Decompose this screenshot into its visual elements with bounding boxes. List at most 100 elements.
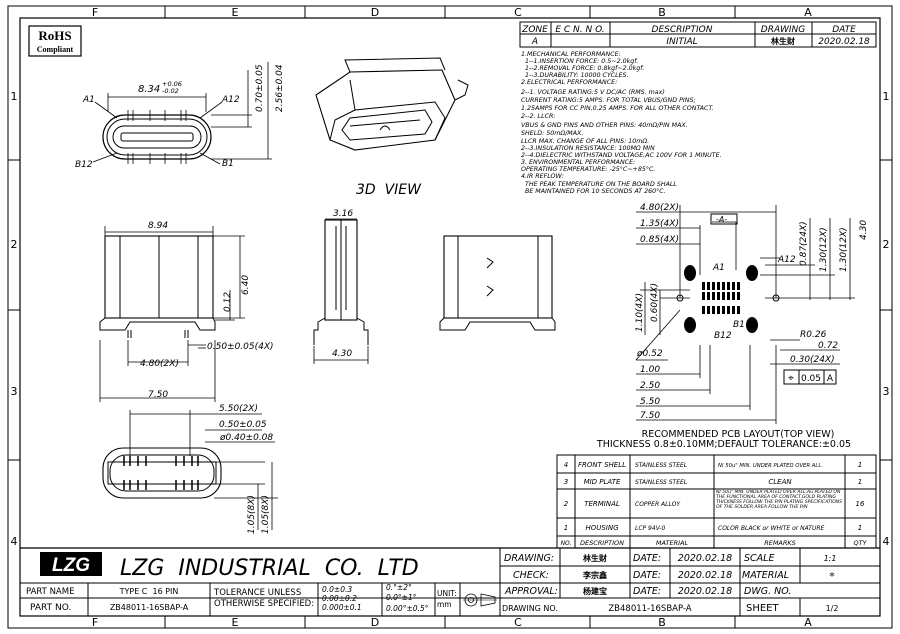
note-line: 2.ELECTRICAL PERFORMANCE: [521,79,617,86]
rohs-title: RoHS [38,28,71,43]
tol-angle-2: 0.0°±1° [386,593,417,602]
pcb-datum-a: -A- [716,215,727,224]
bom-desc: TERMINAL [584,500,620,508]
iso-3d-view: 3D VIEW [315,57,469,198]
col-label: A [804,616,812,629]
company-name: LZG INDUSTRIAL CO. LTD [120,556,419,581]
col-label: C [514,616,522,629]
bom-no: 1 [564,524,568,532]
rev-header-zone: ZONE [521,25,548,35]
bom-header-description: DESCRIPTION [580,539,624,547]
bom-header-no: NO. [561,540,572,547]
tol-angle-1: 0.°±2° [386,583,412,592]
unit-label: UNIT: [437,589,457,598]
row-label: 1 [11,90,18,103]
tolerance-label-1: TOLERANCE UNLESS [213,588,301,598]
dim-pcb-130b: 1.30(12X) [839,227,849,272]
note-line: 1.25AMPS FOR CC PIN,0.25 AMPS. FOR ALL O… [521,105,714,112]
tolerance-label-2: OTHERWISE SPECIFIED: [214,599,314,609]
drawing-by: 林生财 [583,553,607,563]
note-line: 4.IR REFLOW: [521,173,564,180]
row-label: 1 [883,90,890,103]
date-label-2: DATE: [633,570,661,581]
logo-text: LZG [52,555,90,576]
drawing-border: F E D C B A F E D C B A 1 2 3 4 1 2 3 4 [7,5,893,629]
pcb-slot [746,265,758,281]
drawing-no-value: ZB48011-16SBAP-A [608,604,691,614]
col-label: F [92,6,98,19]
dim-pcb-085: 0.85(4X) [640,235,679,245]
company-logo: LZG [40,552,102,576]
rev-header-drawing: DRAWING [761,25,805,35]
row-label: 2 [11,238,18,251]
part-no-label: PART NO. [30,603,71,613]
dim-side-pitch: 4.80(2X) [140,359,179,369]
tol-linear-1: 0.0±0.3 [322,585,352,594]
date-label-1: DATE: [633,553,661,564]
date-label-3: DATE: [633,586,661,597]
part-no-value: ZB48011-16SBAP-A [110,603,189,612]
note-line: OPERATING TEMPERATURE: -25°C~+85°C. [521,165,655,173]
bom-qty: 1 [858,524,862,532]
dim-pcb-052: ø0.52 [636,349,663,359]
dim-pcb-060: 0.60(4X) [650,283,660,322]
pcb-slot [684,317,696,333]
rohs-badge: RoHS Compliant [28,25,82,57]
dim-pcb-087: 0.87(24X) [799,221,809,266]
projection-symbol-icon [463,593,497,607]
col-label: E [232,6,239,19]
pcb-pin-a1: A1 [712,263,725,273]
dim-pcb-430: 4.30 [859,220,869,240]
rohs-subtitle: Compliant [37,45,74,54]
dim-pcb-row2: 2.50 [640,381,660,391]
dim-pcb-135: 1.35(4X) [640,219,679,229]
row-label: 3 [11,385,18,398]
bom-remarks: CLEAN [768,478,792,486]
view-3d-label: 3D VIEW [356,182,422,198]
pcb-pin-a12: A12 [777,255,796,265]
bom-no: 3 [564,478,568,486]
note-line: THE PEAK TEMPERATURE ON THE BOARD SHALL [521,181,677,188]
rev-header-description: DESCRIPTION [652,25,713,35]
rev-zone: A [531,37,538,47]
pcb-pads [676,265,780,333]
note-line: 2--3.INSULATION RESISTANCE: 100MΩ MIN [521,145,655,152]
note-line: 2--1. VOLTAGE RATING:5 V DC/AC (RMS. max… [521,89,665,96]
bom-qty: 1 [858,478,862,486]
note-line: SHELD: 50mΩ/MAX. [521,130,583,137]
dim-side-width: 8.94 [148,221,168,231]
pcb-pin-b1: B1 [733,320,745,330]
rev-header-ecn: E C N. N O. [555,25,604,35]
title-block: LZG LZG INDUSTRIAL CO. LTD PART NAME TYP… [20,547,880,616]
pin-label-a1: A1 [82,95,95,105]
dim-bottom-e: 1.05(8X) [261,495,271,534]
dim-bottom-b: 0.50±0.05 [219,420,267,430]
rev-drawing-by: 林生财 [771,36,795,46]
dim-pcb-row3: 5.50 [640,397,660,407]
date-value-1: 2020.02.18 [678,553,732,564]
check-by: 李宗鑫 [582,570,607,580]
dim-pcb-row4: 7.50 [640,411,660,421]
material-value: * [829,570,835,583]
bom-header-remarks: REMARKS [764,539,796,547]
dim-side-total: 7.50 [148,390,168,400]
bom-remarks: COLOR BLACK or WHITE or NATURE [718,525,825,532]
dim-front-tol-minus: -0.02 [162,87,179,95]
part-name-label: PART NAME [26,587,74,597]
bom-remarks: NI 50u" MIN. UNDER PLATED OVER ALL,Au PL… [716,490,843,510]
note-line: 3. ENVIRONMENTAL PERFORMANCE: [521,159,635,166]
pcb-caption-thickness: THICKNESS 0.8±0.10MM;DEFAULT TOLERANCE:±… [596,439,851,450]
col-label: D [371,6,379,19]
dim-end-top: 3.16 [333,209,353,219]
col-label: C [514,6,522,19]
front-view: 8.34 +0.06 -0.02 0.70±0.05 2.56±0.04 A1 … [75,62,285,170]
tol-linear-3: 0.000±0.1 [322,603,362,612]
sheet-value: 1/2 [826,604,839,613]
check-label: CHECK: [513,570,549,581]
note-line: 2--4.DIELECTRIC WITHSTAND VOLTAGE,AC 100… [521,152,722,159]
note-line: 1--1.INSERTION FORCE: 0.5~2.0kgf. [521,58,638,65]
pin-label-b1: B1 [222,159,234,169]
bom-material: LCP 94V-0 [635,525,665,532]
pcb-pin-b12: B12 [714,331,732,341]
